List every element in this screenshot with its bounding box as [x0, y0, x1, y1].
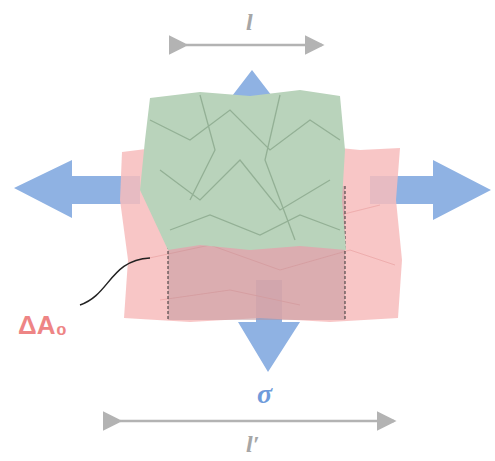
length-label: l: [246, 10, 253, 34]
area-label: ΔA₀: [18, 312, 67, 338]
stress-arrows: [14, 70, 491, 372]
crumpled-sheet: [140, 90, 346, 250]
stress-label: σ: [257, 380, 272, 408]
dimension-line: [186, 44, 322, 47]
leader-line: [80, 258, 150, 305]
length-label: l′: [246, 432, 259, 456]
dimension-line: [120, 420, 394, 423]
